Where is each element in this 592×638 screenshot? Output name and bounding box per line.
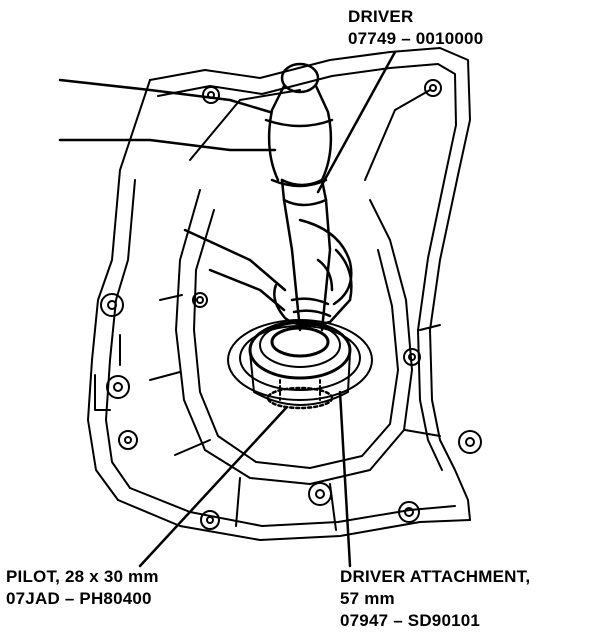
driver-part-number: 07749 – 0010000 [348, 29, 484, 48]
driver-leader-line [316, 50, 397, 194]
pilot-part-number: 07JAD – PH80400 [6, 589, 152, 608]
driver-attachment-size: 57 mm [340, 589, 395, 608]
attachment-leader-line [338, 390, 352, 568]
hammer [264, 62, 334, 188]
pilot-name: PILOT, 28 x 30 mm [6, 567, 159, 586]
bolt-bosses [94, 79, 482, 530]
pilot-callout: PILOT, 28 x 30 mm 07JAD – PH80400 [6, 566, 159, 610]
driver-tool [280, 178, 332, 332]
hands [58, 78, 353, 327]
driver-name: DRIVER [348, 7, 414, 26]
driver-attachment-callout: DRIVER ATTACHMENT, 57 mm 07947 – SD90101 [340, 566, 530, 632]
leader-lines [138, 50, 397, 568]
bearing-and-attachment [227, 319, 373, 410]
driver-callout: DRIVER 07749 – 0010000 [348, 6, 483, 50]
driver-attachment-name: DRIVER ATTACHMENT, [340, 567, 531, 586]
pilot-leader-line [138, 406, 288, 568]
housing-outline [87, 47, 471, 541]
driver-attachment-part-number: 07947 – SD90101 [340, 611, 481, 630]
